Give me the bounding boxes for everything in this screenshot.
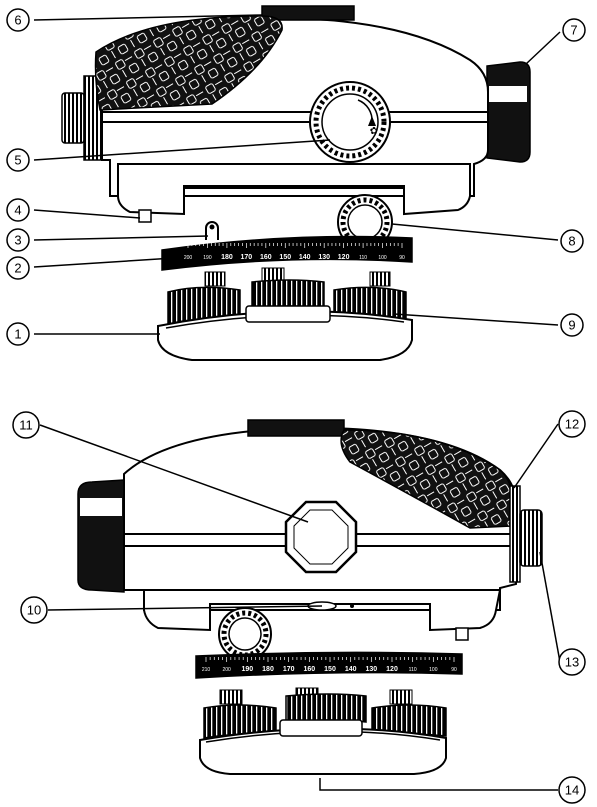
top-base [157, 267, 413, 361]
top-eyepiece [486, 61, 531, 163]
bottom-eyepiece-knob [519, 509, 543, 567]
top-scale-label: 110 [359, 255, 367, 261]
callout-3: 3 [6, 228, 30, 252]
top-scale-label: 150 [279, 254, 291, 261]
callout-13: 13 [558, 648, 586, 676]
svg-text:6: 6 [14, 13, 21, 28]
top-scale-label: 180 [221, 254, 233, 261]
top-scale-label: 120 [338, 254, 350, 261]
svg-text:4: 4 [14, 203, 21, 218]
bottom-scale-label: 150 [324, 666, 336, 673]
bottom-scale-label: 210 [202, 667, 211, 673]
bottom-scale-label: 180 [262, 666, 274, 673]
svg-text:14: 14 [565, 783, 579, 798]
callout-11: 11 [12, 411, 40, 439]
svg-text:9: 9 [568, 318, 575, 333]
bottom-scale-label: 160 [303, 666, 315, 673]
svg-text:13: 13 [565, 655, 579, 670]
bottom-scale-label: 200 [222, 667, 231, 673]
callout-2: 2 [6, 256, 30, 280]
svg-text:10: 10 [27, 603, 41, 618]
top-checkered-grip [94, 15, 283, 111]
top-scale-label: 100 [378, 255, 387, 261]
callout-6: 6 [6, 8, 30, 32]
svg-text:1: 1 [14, 327, 21, 342]
svg-text:11: 11 [19, 418, 33, 433]
callout-8: 8 [560, 229, 584, 253]
bottom-scale-label: 170 [283, 666, 295, 673]
bottom-scale-label: 190 [241, 666, 253, 673]
bottom-view: 210 200 190 180 170 160 150 140 130 120 110 100 90 [77, 419, 543, 775]
top-scale-label: 90 [399, 255, 405, 261]
bottom-scale-label: 90 [451, 667, 457, 673]
bottom-horizontal-circle [195, 651, 463, 679]
top-scale-label: 160 [260, 254, 272, 261]
callout-14: 14 [558, 776, 586, 804]
top-scale-label: 130 [318, 254, 330, 261]
callout-12: 12 [558, 410, 586, 438]
callout-10: 10 [20, 596, 48, 624]
callout-9: 9 [560, 313, 584, 337]
svg-text:3: 3 [14, 233, 21, 248]
bottom-objective [77, 479, 125, 593]
top-scale-label: 190 [203, 255, 212, 261]
callout-5: 5 [6, 148, 30, 172]
svg-text:8: 8 [568, 234, 575, 249]
top-scale-label: 140 [299, 254, 311, 261]
top-view: ✿ 200 190 180 170 160 150 140 130 120 110 100 90 [61, 5, 531, 361]
top-index-pointer [205, 221, 219, 240]
svg-text:5: 5 [14, 153, 21, 168]
svg-text:12: 12 [565, 417, 579, 432]
callout-7: 7 [562, 18, 586, 42]
top-scale-label: 200 [184, 255, 193, 261]
callout-1: 1 [6, 322, 30, 346]
bottom-scale-label: 100 [429, 667, 438, 673]
top-left-knurled-knob [61, 92, 85, 144]
top-horizontal-circle [161, 235, 413, 271]
svg-text:2: 2 [14, 261, 21, 276]
bottom-scale-label: 110 [409, 667, 417, 673]
bottom-top-sight [247, 419, 345, 437]
flower-icon: ✿ [370, 126, 378, 137]
top-sight [261, 5, 355, 21]
bottom-scale-label: 130 [365, 666, 377, 673]
bottom-scale-label: 120 [386, 666, 398, 673]
callout-4: 4 [6, 198, 30, 222]
bottom-base [199, 687, 447, 775]
top-scale-label: 170 [241, 254, 253, 261]
bottom-scale-label: 140 [345, 666, 357, 673]
leader-lines [33, 14, 561, 791]
callouts: 1 2 3 4 5 6 7 8 9 10 11 12 13 14 [6, 8, 586, 804]
svg-text:7: 7 [570, 23, 577, 38]
